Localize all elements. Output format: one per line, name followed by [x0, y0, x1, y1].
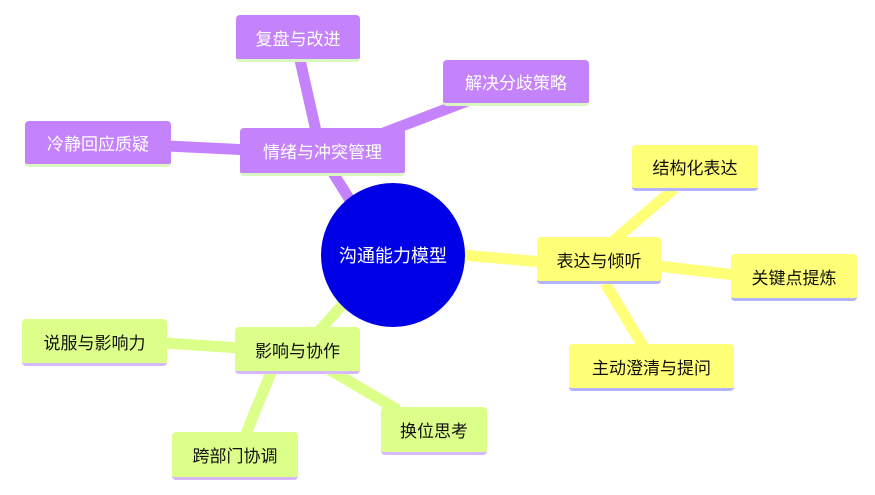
- node-resolve-disagreement[interactable]: 解决分歧策略: [443, 60, 589, 106]
- node-structured-expression[interactable]: 结构化表达: [632, 145, 758, 191]
- node-review-improve[interactable]: 复盘与改进: [236, 15, 360, 62]
- edge-influence-persuade: [164, 337, 241, 354]
- edge-emotion-review: [294, 58, 324, 142]
- node-emotion-conflict[interactable]: 情绪与冲突管理: [240, 128, 405, 176]
- node-empathy[interactable]: 换位思考: [381, 407, 487, 455]
- node-key-points[interactable]: 关键点提炼: [731, 254, 857, 301]
- edge-influence-empathy: [327, 365, 401, 415]
- node-influence-collaboration[interactable]: 影响与协作: [235, 327, 360, 374]
- node-expression-listening[interactable]: 表达与倾听: [537, 237, 661, 284]
- root-node[interactable]: 沟通能力模型: [321, 183, 465, 327]
- node-clarify-questions[interactable]: 主动澄清与提问: [569, 344, 734, 391]
- edge-expression-clarify: [600, 280, 648, 349]
- node-calm-response[interactable]: 冷静回应质疑: [25, 121, 171, 167]
- edge-expression-structured: [608, 183, 679, 247]
- edge-influence-crossdept: [239, 367, 278, 439]
- edge-emotion-calm: [167, 140, 251, 156]
- edge-root-expression: [461, 249, 543, 268]
- edge-expression-keypoints: [649, 259, 736, 281]
- node-cross-department[interactable]: 跨部门协调: [172, 432, 298, 480]
- node-persuasion[interactable]: 说服与影响力: [22, 319, 167, 366]
